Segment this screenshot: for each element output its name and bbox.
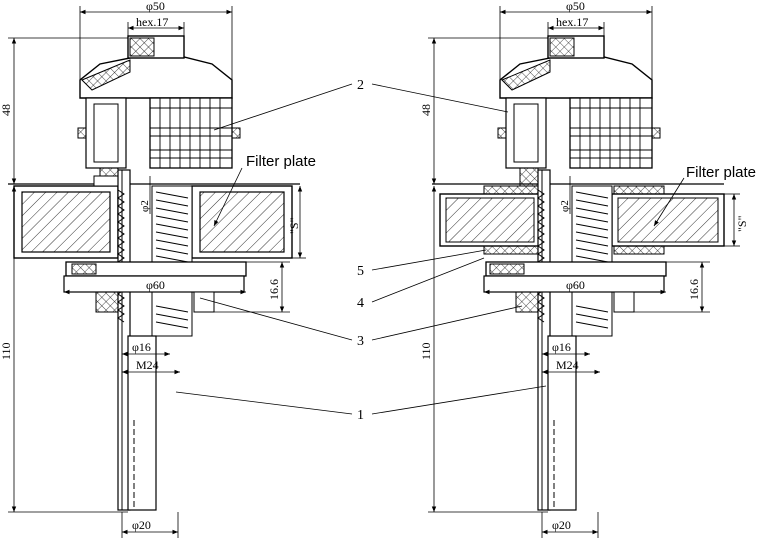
right-dim-flange: φ60 xyxy=(566,278,585,292)
left-dim-flange: φ60 xyxy=(146,278,165,292)
left-dim-gap: 16.6 xyxy=(267,279,281,300)
gasket-top xyxy=(483,185,541,195)
left-dim-height-upper: 48 xyxy=(0,104,13,116)
right-assembly-view xyxy=(428,6,740,538)
left-filter-plate-label: Filter plate xyxy=(246,153,316,170)
left-dim-hole: φ2 xyxy=(139,200,151,212)
callout-part-5: 5 xyxy=(357,264,364,279)
right-dim-height-upper: 48 xyxy=(419,104,433,116)
right-dim-hole: φ2 xyxy=(559,200,571,212)
left-dim-bottom: φ20 xyxy=(132,518,151,532)
right-dim-gap: 16.6 xyxy=(687,279,701,300)
callout-part-4: 4 xyxy=(357,296,364,311)
left-dim-thread: M24 xyxy=(136,358,159,372)
left-dim-hex: hex.17 xyxy=(136,15,168,29)
left-assembly-view xyxy=(8,6,306,538)
left-dim-thickness: "S" xyxy=(287,217,301,234)
callout-part-1: 1 xyxy=(357,408,364,423)
callout-leaders xyxy=(175,83,547,415)
callout-part-2: 2 xyxy=(357,78,364,93)
right-dim-top-width: φ50 xyxy=(566,0,585,13)
right-filter-plate-label: Filter plate xyxy=(686,164,756,181)
left-dim-height-total: 110 xyxy=(0,342,13,360)
gasket-bottom xyxy=(483,245,541,255)
right-dim-bottom: φ20 xyxy=(552,518,571,532)
right-dim-hex: hex.17 xyxy=(556,15,588,29)
slotted-filter-body xyxy=(149,97,233,169)
right-dim-height-total: 110 xyxy=(419,342,433,360)
callout-part-3: 3 xyxy=(357,334,364,349)
slotted-filter-body xyxy=(569,97,653,169)
left-dim-bore: φ16 xyxy=(132,340,151,354)
left-dim-top-width: φ50 xyxy=(146,0,165,13)
right-dim-thread: M24 xyxy=(556,358,579,372)
right-dim-bore: φ16 xyxy=(552,340,571,354)
right-dim-thickness: "S" xyxy=(735,215,749,232)
